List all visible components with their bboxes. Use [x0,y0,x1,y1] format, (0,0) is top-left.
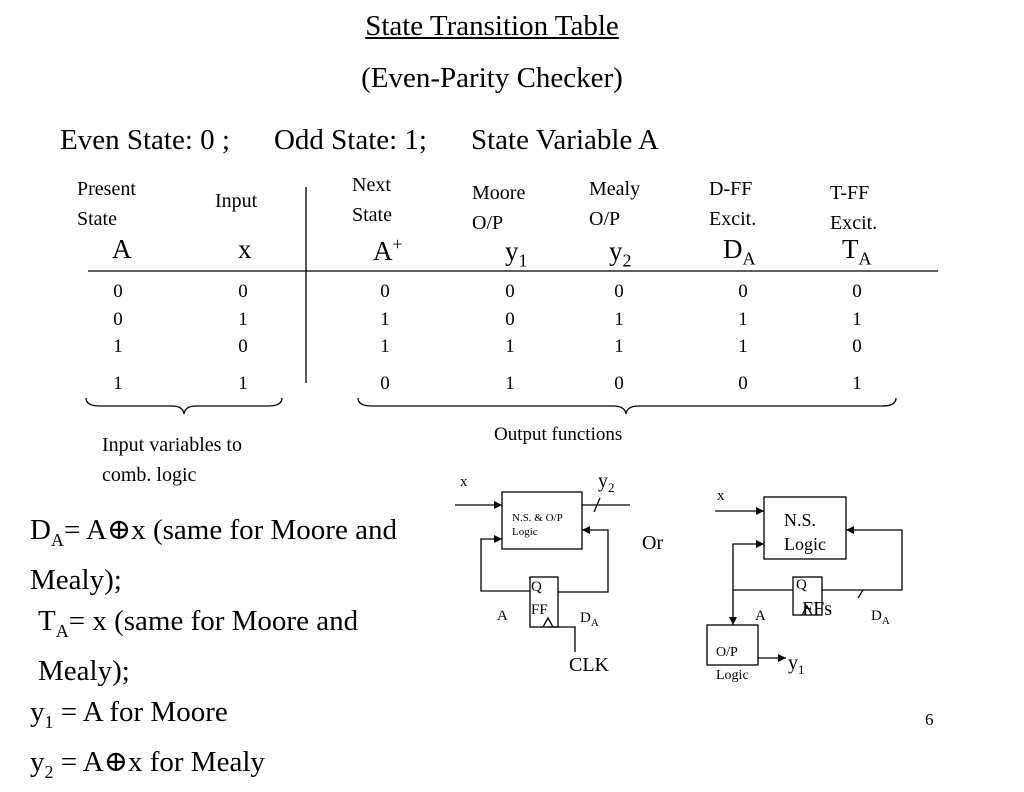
table-cell: 0 [852,281,862,302]
table-cell: 1 [614,309,624,330]
table-cell: 0 [113,281,123,302]
right-q-label: Q [796,577,807,593]
input-brace [85,397,283,415]
table-cell: 1 [505,336,515,357]
table-cell: 1 [738,336,748,357]
table-cell: 0 [380,281,390,302]
left-da-arrow [582,526,590,534]
table-cell: 1 [852,309,862,330]
table-cell: 1 [505,373,515,394]
right-feedback-wire [732,543,793,591]
header-moore-op: Moore O/P [472,182,526,234]
state-definition-line: Even State: 0 ; Odd State: 1; State Variab… [60,124,703,157]
left-da-wire [558,529,609,593]
right-x-label: x [717,488,725,504]
right-ffs-label: FFs [802,598,833,620]
table-row: 1 1 0 1 0 0 1 [0,373,1024,397]
equation-da: DA= A⊕x (same for Moore and Mealy); [30,514,397,597]
table-cell: 0 [113,309,123,330]
symbol-y1: y1 [505,236,528,271]
page-title: State Transition Table [365,10,619,42]
right-logic-label: N.S. Logic [784,510,826,554]
right-y1-label: y1 [788,652,805,677]
table-cell: 0 [380,373,390,394]
table-cell: 1 [380,309,390,330]
right-logic-box [763,496,847,560]
left-da-label: DA [580,610,599,629]
header-dff-excit: D-FF Excit. [709,178,757,230]
left-y2-label: y2 [598,470,615,495]
left-x-arrow [494,501,502,509]
left-ff-label: FF [531,602,548,618]
table-row: 0 1 1 0 1 1 1 [0,309,1024,333]
symbol-a: A [112,234,132,264]
state-variable-text: State Variable A [470,124,659,156]
table-cell: 1 [238,309,248,330]
right-da-wire [822,529,903,591]
right-ffs-box [792,576,823,616]
left-feedback-arrow [494,535,502,543]
symbol-a-plus: A+ [373,234,403,266]
symbol-y2: y2 [609,236,632,271]
input-variables-label: Input variables to comb. logic [102,434,242,486]
left-a-label: A [497,608,508,624]
even-state-text: Even State: 0 ; [60,124,230,156]
right-op-logic-label: O/P Logic [716,645,749,683]
right-x-arrow [756,507,764,515]
symbol-ta: TA [842,234,872,269]
header-mealy-op: Mealy O/P [589,178,641,230]
equation-y1: y1 = A for Moore [30,695,228,732]
right-da-arrow [846,526,854,534]
left-clock-triangle [542,616,554,628]
left-y2-slash [593,497,601,513]
left-clk-label: CLK [569,654,609,676]
table-cell: 0 [852,336,862,357]
table-cell: 0 [238,336,248,357]
table-cell: 1 [113,373,123,394]
left-ff-box [529,576,559,628]
table-cell: 0 [505,281,515,302]
right-a-label: A [755,608,766,624]
odd-state-text: Odd State: 1; [273,124,427,156]
table-cell: 1 [852,373,862,394]
left-feedback-wire [480,538,530,592]
right-op-arrow [729,617,737,625]
right-da-label: DA [871,608,890,627]
header-tff-excit: T-FF Excit. [830,182,878,234]
page-subtitle: (Even-Parity Checker) [361,62,623,94]
right-feedback-arrow [756,540,764,548]
left-logic-box [501,491,583,550]
table-row: 0 0 0 0 0 0 0 [0,281,1024,305]
right-clock-triangle [801,604,813,616]
left-q-label: Q [531,579,542,595]
output-functions-label: Output functions [494,424,623,445]
header-input: Input [215,190,258,212]
left-clk-wire [548,626,576,652]
or-label: Or [642,532,664,554]
table-cell: 1 [113,336,123,357]
symbol-da: DA [723,234,756,269]
table-cell: 1 [614,336,624,357]
table-cell: 1 [238,373,248,394]
header-present-state: Present State [77,178,136,230]
page-number: 6 [925,710,934,729]
table-cell: 0 [738,281,748,302]
symbol-x: x [238,234,252,264]
table-cell: 0 [738,373,748,394]
table-cell: 0 [238,281,248,302]
table-cell: 1 [380,336,390,357]
table-cell: 0 [614,281,624,302]
table-row: 1 0 1 1 1 1 0 [0,336,1024,360]
left-x-label: x [460,474,468,490]
right-da-slash [857,589,864,599]
header-next-state: Next State [352,174,392,226]
table-cell: 0 [505,309,515,330]
output-brace [357,397,897,415]
table-cell: 1 [738,309,748,330]
equation-ta: TA= x (same for Moore and Mealy); [38,604,359,688]
left-logic-label: N.S. & O/P Logic [512,512,563,538]
diagram-lines [85,187,938,666]
table-cell: 0 [614,373,624,394]
right-y1-arrow [778,654,786,662]
